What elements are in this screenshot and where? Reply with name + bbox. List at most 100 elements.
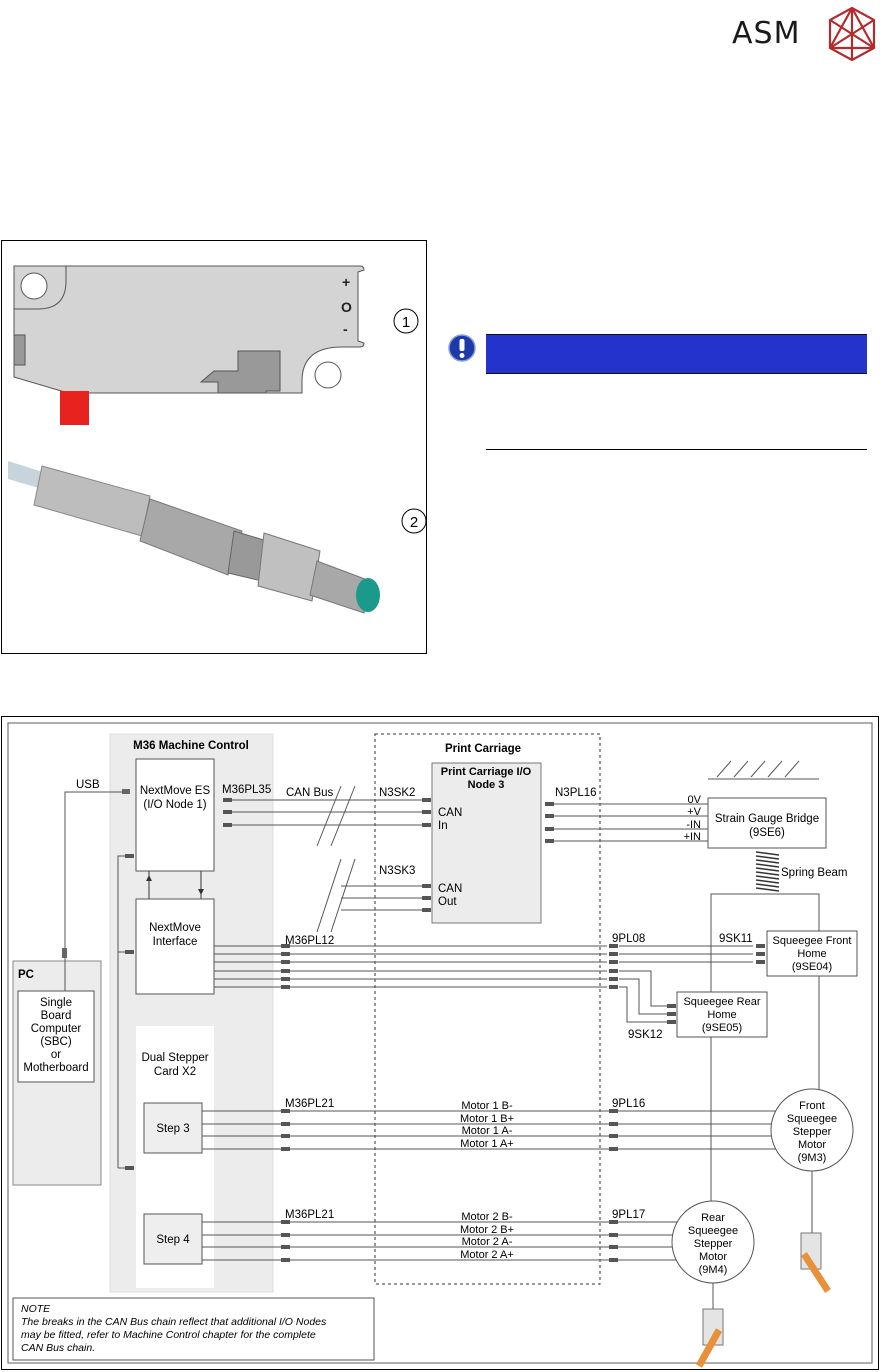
rear-motor-label-4: Motor (699, 1251, 727, 1263)
motor1-wire-3: Motor 1 A- (462, 1125, 513, 1137)
front-motor-label-1: Front (799, 1100, 825, 1112)
spring-beam-label: Spring Beam (781, 867, 847, 879)
note-line-2: may be fitted, refer to Machine Control … (21, 1329, 316, 1341)
callout-2: 2 (410, 514, 418, 531)
front-motor-label-2: Squeegee (787, 1113, 837, 1125)
motor2-wire-3: Motor 2 A- (462, 1236, 513, 1248)
sq-front-home-label-1: Squeegee Front (773, 935, 852, 947)
note-box (12, 1297, 375, 1361)
sbc-label-5: or (51, 1049, 61, 1061)
can-in-label-1: CAN (438, 807, 462, 819)
minus-marking: - (343, 321, 348, 337)
pin-plus-v: +V (687, 806, 701, 818)
sbc-label-3: Computer (31, 1023, 82, 1035)
sq-front-home-label-3: (9SE04) (792, 961, 832, 973)
sbc-label-6: Motherboard (23, 1062, 88, 1074)
front-squeegee-icon (800, 1232, 831, 1293)
sq-front-home-label-2: Home (797, 948, 826, 960)
wiring-diagram: M36 Machine Control NextMove ES (I/O Nod… (1, 716, 879, 1370)
note-line-1: The breaks in the CAN Bus chain reflect … (21, 1316, 327, 1328)
dual-stepper-label-2: Card X2 (154, 1066, 196, 1078)
strain-gauge-label-1: Strain Gauge Bridge (715, 813, 819, 825)
m36pl21-b-label: M36PL21 (285, 1209, 334, 1221)
can-out-label-2: Out (438, 896, 457, 908)
plus-marking: + (342, 274, 350, 290)
nextmove-interface-block (135, 898, 215, 995)
motor1-wire-4: Motor 1 A+ (460, 1138, 514, 1150)
rear-motor-label-3: Stepper (694, 1238, 733, 1250)
motor2-wire-1: Motor 2 B- (461, 1211, 513, 1223)
pc-title: PC (18, 969, 34, 981)
strain-gauge-label-2: (9SE6) (749, 827, 785, 839)
front-motor-label-5: (9M3) (798, 1152, 827, 1164)
callout-1: 1 (402, 314, 410, 331)
spring-beam-icon (755, 851, 780, 892)
step3-block (143, 1102, 203, 1154)
pin-plus-in: +IN (684, 831, 701, 843)
note-title: NOTE (21, 1303, 51, 1315)
step4-block (143, 1213, 203, 1265)
9pl08-label: 9PL08 (612, 933, 645, 945)
sq-rear-home-label-3: (9SE05) (702, 1022, 742, 1034)
n3pl16-label: N3PL16 (555, 787, 597, 799)
front-motor-label-4: Motor (798, 1139, 826, 1151)
rear-squeegee-icon (695, 1308, 724, 1368)
exclamation-icon (448, 334, 476, 362)
n3sk2-label: N3SK2 (379, 787, 415, 799)
sensor-illustration: + O - 1 2 (8, 265, 427, 614)
9sk12-label: 9SK12 (628, 1029, 663, 1041)
dual-stepper-label-1: Dual Stepper (141, 1052, 208, 1064)
rear-motor-label-2: Squeegee (688, 1225, 738, 1237)
9sk11-label: 9SK11 (719, 933, 753, 945)
asm-logo-icon (828, 6, 876, 62)
squeegee-rear-home-block (676, 991, 768, 1038)
sbc-label-1: Single (40, 997, 72, 1009)
machine-control-title: M36 Machine Control (133, 740, 249, 752)
note-line-3: CAN Bus chain. (21, 1342, 95, 1354)
sensor-figure: + O - 1 2 (1, 240, 427, 654)
nextmove-interface-label-1: NextMove (149, 922, 201, 934)
pin-minus-in: -IN (686, 819, 701, 831)
sensor-bracket-image: + O - (13, 265, 365, 425)
step4-label: Step 4 (156, 1234, 190, 1246)
n3sk3-label: N3SK3 (379, 865, 415, 877)
front-motor-label-3: Stepper (793, 1126, 832, 1138)
m36pl12-label: M36PL12 (285, 935, 334, 947)
print-carriage-title: Print Carriage (445, 743, 521, 755)
m36pl21-a-label: M36PL21 (285, 1098, 334, 1110)
can-out-label-1: CAN (438, 883, 462, 895)
usb-label: USB (76, 779, 100, 791)
motor1-wire-1: Motor 1 B- (461, 1100, 513, 1112)
9pl17-label: 9PL17 (612, 1209, 645, 1221)
sq-rear-home-label-2: Home (707, 1009, 736, 1021)
proximity-sensor-image (8, 461, 380, 614)
io-node3-label-1: Print Carriage I/O (441, 766, 532, 778)
motor2-wire-4: Motor 2 A+ (460, 1249, 514, 1261)
zero-marking: O (341, 299, 352, 315)
motor1-wire-2: Motor 1 B+ (460, 1113, 514, 1125)
brand-logo-text: ASM (732, 16, 801, 51)
m36pl35-label: M36PL35 (222, 784, 271, 796)
rear-motor-label-5: (9M4) (699, 1264, 728, 1276)
nextmove-es-label-1: NextMove ES (140, 785, 211, 797)
sbc-label-4: (SBC) (40, 1036, 71, 1048)
sbc-label-2: Board (41, 1010, 72, 1022)
strain-gauge-block (707, 797, 827, 849)
notice-banner (486, 334, 867, 374)
can-in-label-2: In (438, 820, 448, 832)
nextmove-interface-label-2: Interface (153, 936, 198, 948)
nextmove-es-label-2: (I/O Node 1) (143, 799, 206, 811)
notice-divider (486, 449, 867, 450)
rear-motor-label-1: Rear (701, 1212, 725, 1224)
connector-markers (125, 798, 765, 1262)
9pl16-label: 9PL16 (612, 1098, 645, 1110)
nextmove-es-block (135, 758, 215, 872)
io-node3-block (431, 762, 542, 924)
sq-rear-home-label-1: Squeegee Rear (683, 996, 760, 1008)
print-carriage-group (374, 733, 601, 1285)
can-bus-label: CAN Bus (286, 787, 334, 799)
step3-label: Step 3 (156, 1123, 189, 1135)
io-node3-label-2: Node 3 (468, 779, 505, 791)
sbc-block (17, 990, 95, 1083)
pin-0v: 0V (688, 794, 702, 806)
